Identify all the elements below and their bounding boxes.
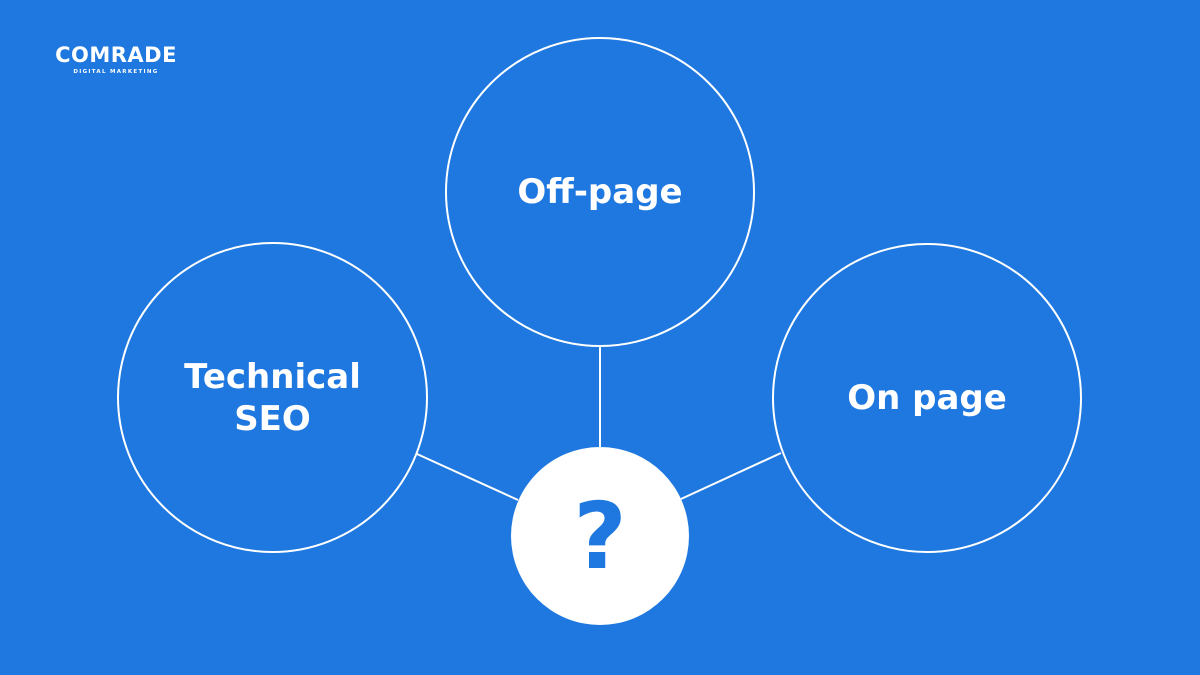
question-mark-icon: ?: [573, 482, 627, 590]
node-label: On page: [847, 378, 1007, 418]
center-question-node: ?: [511, 447, 689, 625]
node-technical-seo: Technical SEO: [117, 242, 428, 553]
connector-left: [416, 453, 519, 501]
node-off-page: Off-page: [445, 37, 755, 347]
connector-right: [680, 452, 782, 500]
node-label-line2: SEO: [234, 398, 311, 439]
logo-name: COMRADE: [55, 43, 177, 67]
node-on-page: On page: [772, 243, 1082, 553]
logo-tagline: DIGITAL MARKETING: [73, 69, 159, 75]
node-label-line1: Technical: [184, 356, 361, 397]
node-label: Off-page: [517, 172, 683, 212]
comrade-logo: COMRADE DIGITAL MARKETING: [52, 44, 180, 75]
